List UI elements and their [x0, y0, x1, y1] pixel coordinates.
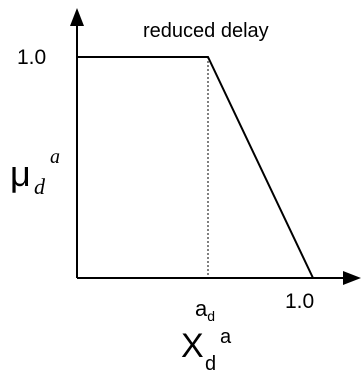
y-axis-symbol: μ	[10, 153, 31, 194]
y-axis-arrowhead	[70, 8, 84, 26]
x-tick-mid-label: ad	[195, 296, 215, 324]
x-axis-arrowhead	[343, 271, 361, 285]
x-axis-superscript: a	[220, 326, 232, 348]
membership-curve	[77, 56, 314, 279]
x-axis-symbol: X	[181, 327, 204, 365]
x-tick-end-label: 1.0	[285, 290, 314, 313]
y-axis-subscript: d	[34, 174, 46, 199]
curve-label: reduced delay	[143, 20, 269, 42]
x-axis-subscript: d	[205, 353, 216, 374]
y-axis-superscript: a	[50, 146, 60, 168]
y-axis-label: μ d a	[10, 146, 60, 199]
x-tick-mid-subscript: d	[207, 308, 215, 324]
x-tick-mid-base: a	[195, 296, 208, 321]
y-tick-label: 1.0	[17, 46, 46, 69]
x-axis-label: X d a	[181, 326, 232, 374]
